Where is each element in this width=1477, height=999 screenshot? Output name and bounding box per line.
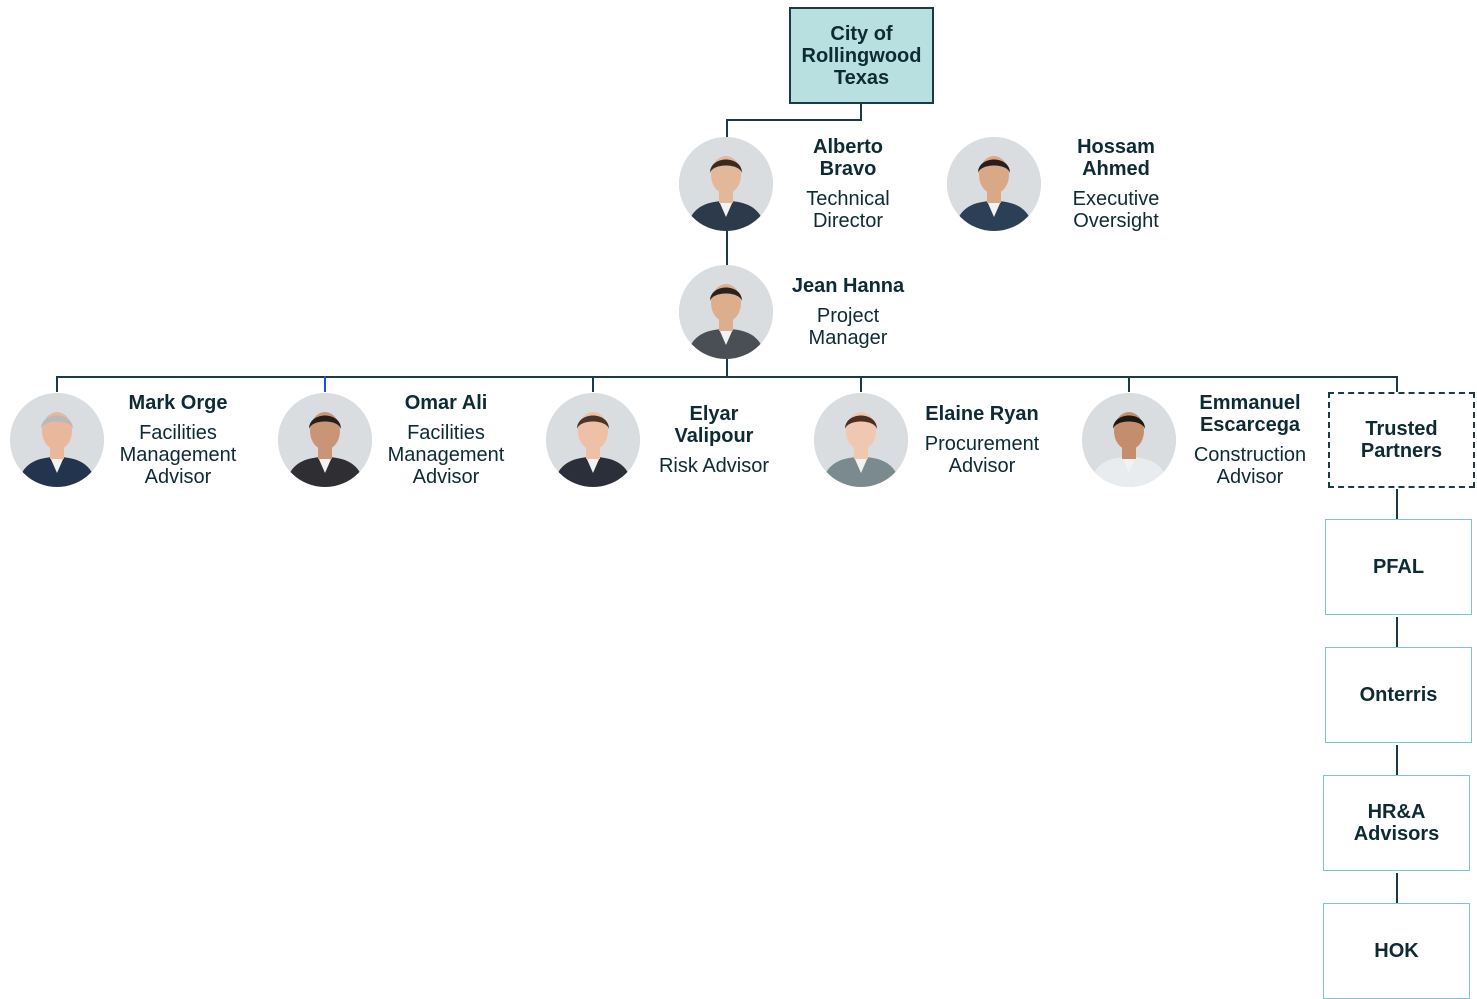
root-box-city: City of Rollingwood Texas xyxy=(789,7,934,104)
person-name: Elaine Ryan xyxy=(925,403,1039,425)
person-name: Alberto Bravo xyxy=(813,136,883,180)
connector-partners-pfal xyxy=(1396,489,1398,519)
person-name: Mark Orge xyxy=(128,392,228,414)
label-elyar-valipour: Elyar Valipour Risk Advisor xyxy=(644,403,784,477)
label-omar-ali: Omar Ali Facilities Management Advisor xyxy=(376,392,516,488)
connector-to-partners xyxy=(1396,376,1398,392)
label-alberto-bravo: Alberto Bravo Technical Director xyxy=(780,136,916,232)
person-role: Executive Oversight xyxy=(1072,188,1160,232)
root-title: City of Rollingwood Texas xyxy=(801,22,922,89)
person-role: Risk Advisor xyxy=(658,455,770,477)
label-jean-hanna: Jean Hanna Project Manager xyxy=(778,275,918,349)
portrait-photo xyxy=(679,265,773,359)
avatar-alberto-bravo xyxy=(679,137,773,231)
portrait-photo xyxy=(278,393,372,487)
partner-box-hra-advisors: HR&A Advisors xyxy=(1323,775,1470,871)
connector-to-elyar xyxy=(592,376,594,392)
partner-label: HR&A Advisors xyxy=(1353,801,1440,845)
connector-to-omar xyxy=(324,376,326,392)
portrait-photo xyxy=(947,137,1041,231)
portrait-photo xyxy=(546,393,640,487)
label-emmanuel-escarcega: Emmanuel Escarcega Construction Advisor xyxy=(1180,392,1320,488)
connector-pfal-onterris xyxy=(1396,617,1398,647)
avatar-jean-hanna xyxy=(679,265,773,359)
person-role: Project Manager xyxy=(808,305,888,349)
partner-box-pfal: PFAL xyxy=(1325,519,1472,615)
partner-box-hok: HOK xyxy=(1323,903,1470,999)
person-name: Omar Ali xyxy=(404,392,488,414)
person-role: Facilities Management Advisor xyxy=(387,422,505,488)
partner-box-onterris: Onterris xyxy=(1325,647,1472,743)
trusted-partners-label: Trusted Partners xyxy=(1360,418,1443,462)
person-role: Construction Advisor xyxy=(1193,444,1307,488)
label-hossam-ahmed: Hossam Ahmed Executive Oversight xyxy=(1048,136,1184,232)
avatar-elyar-valipour xyxy=(546,393,640,487)
connector-jean-down xyxy=(726,359,728,377)
person-role: Procurement Advisor xyxy=(924,433,1040,477)
avatar-elaine-ryan xyxy=(814,393,908,487)
connector-team-horizontal xyxy=(56,376,1398,378)
avatar-mark-orge xyxy=(10,393,104,487)
trusted-partners-box: Trusted Partners xyxy=(1328,392,1475,488)
portrait-photo xyxy=(10,393,104,487)
avatar-emmanuel-escarcega xyxy=(1082,393,1176,487)
portrait-photo xyxy=(1082,393,1176,487)
connector-to-emmanuel xyxy=(1128,376,1130,392)
portrait-photo xyxy=(814,393,908,487)
person-name: Hossam Ahmed xyxy=(1077,136,1155,180)
connector-root-horizontal xyxy=(726,119,862,121)
label-elaine-ryan: Elaine Ryan Procurement Advisor xyxy=(912,403,1052,477)
portrait-photo xyxy=(679,137,773,231)
connector-root-down xyxy=(860,104,862,120)
connector-onterris-hra xyxy=(1396,745,1398,775)
connector-to-alberto xyxy=(726,119,728,137)
connector-alberto-jean xyxy=(726,231,728,265)
partner-label: HOK xyxy=(1374,940,1419,962)
person-role: Facilities Management Advisor xyxy=(119,422,237,488)
partner-label: PFAL xyxy=(1372,556,1425,578)
connector-hra-hok xyxy=(1396,873,1398,903)
avatar-hossam-ahmed xyxy=(947,137,1041,231)
person-name: Jean Hanna xyxy=(791,275,905,297)
avatar-omar-ali xyxy=(278,393,372,487)
person-name: Emmanuel Escarcega xyxy=(1199,392,1301,436)
connector-to-elaine xyxy=(860,376,862,392)
person-name: Elyar Valipour xyxy=(674,403,754,447)
person-role: Technical Director xyxy=(806,188,890,232)
label-mark-orge: Mark Orge Facilities Management Advisor xyxy=(108,392,248,488)
connector-to-mark xyxy=(56,376,58,392)
partner-label: Onterris xyxy=(1359,684,1438,706)
